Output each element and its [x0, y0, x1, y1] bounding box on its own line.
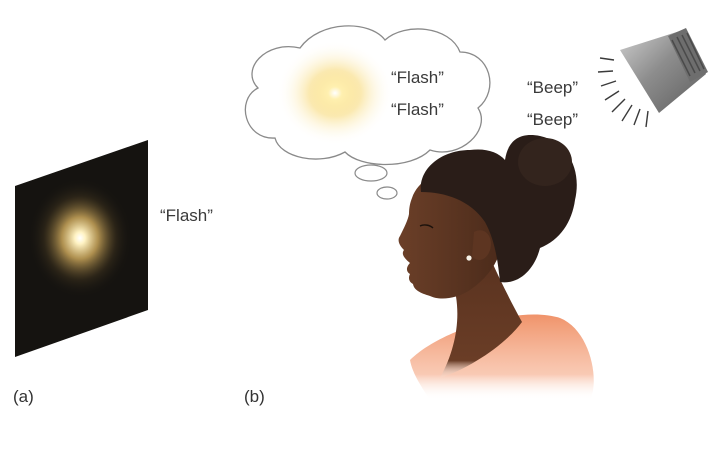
beep-label-2: “Beep”: [527, 110, 579, 129]
person-profile: [398, 135, 594, 400]
thought-flash-1: “Flash”: [391, 68, 444, 87]
panel-label-a: (a): [13, 387, 34, 406]
thought-bubble-icon: [244, 25, 491, 200]
beep-label-1: “Beep”: [527, 78, 579, 97]
screen-flash-caption: “Flash”: [160, 206, 213, 225]
flash-screen-icon: [15, 140, 148, 357]
speaker-icon: [597, 28, 708, 128]
panel-label-b: (b): [244, 387, 265, 406]
thought-flash-2: “Flash”: [391, 100, 444, 119]
